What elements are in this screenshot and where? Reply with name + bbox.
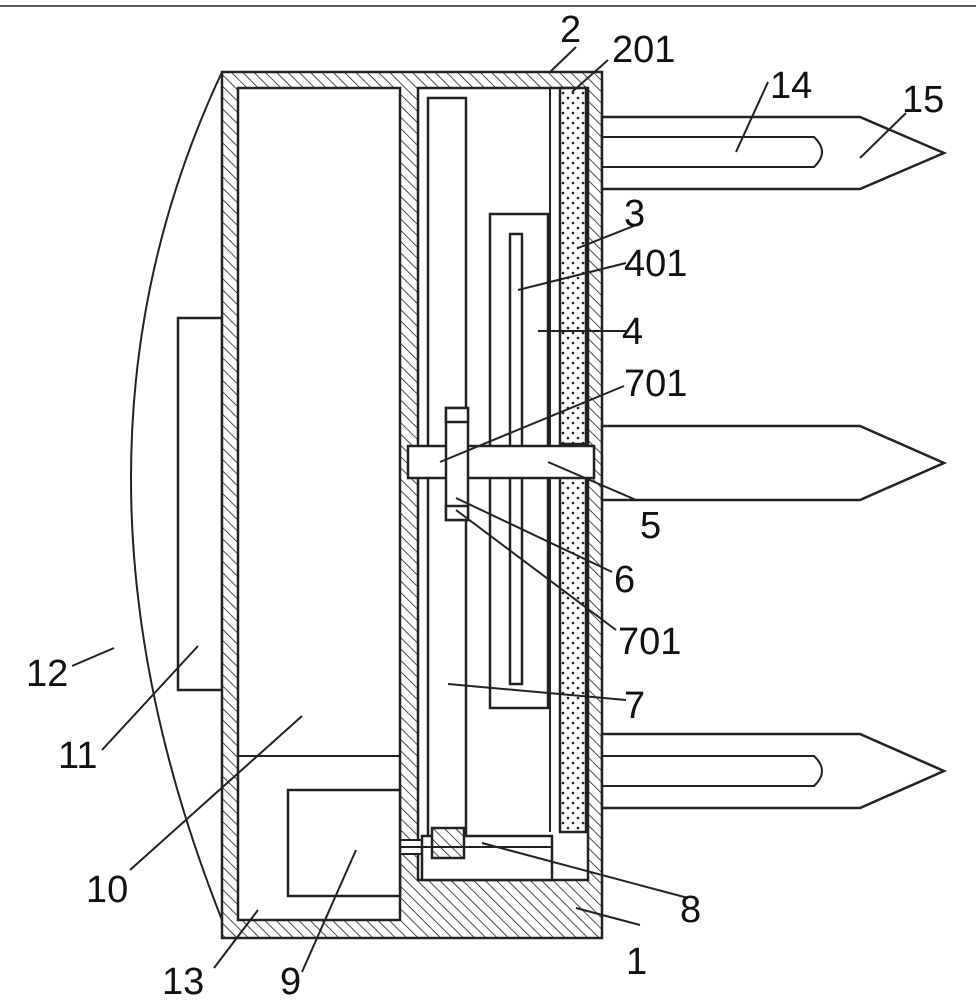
dotted-layer-lower — [558, 474, 588, 834]
label-10: 10 — [86, 869, 128, 911]
label-4: 4 — [622, 311, 643, 353]
nut-collar-bottom — [444, 504, 470, 522]
label-12: 12 — [26, 653, 68, 695]
label-8: 8 — [680, 889, 701, 931]
nut-collar-top — [444, 406, 470, 424]
spike-top — [600, 115, 948, 191]
label-9: 9 — [280, 961, 301, 1000]
label-7: 7 — [624, 685, 645, 727]
label-1: 1 — [626, 941, 647, 983]
label-6: 6 — [614, 559, 635, 601]
gear-block — [430, 826, 466, 860]
label-201: 201 — [612, 29, 675, 71]
label-3: 3 — [624, 193, 645, 235]
label-401: 401 — [624, 243, 687, 285]
spike-bottom — [600, 732, 948, 810]
leader-lines — [71, 46, 907, 973]
label-2: 2 — [560, 9, 581, 51]
label-15: 15 — [902, 79, 944, 121]
motor — [286, 788, 402, 898]
label-701-bottom: 701 — [618, 621, 681, 663]
spike-middle — [600, 424, 948, 502]
dotted-layer-upper — [558, 86, 588, 446]
curved-shell — [130, 71, 223, 921]
label-11: 11 — [58, 735, 97, 777]
label-701-top: 701 — [624, 363, 687, 405]
label-13: 13 — [162, 961, 204, 1000]
side-panel — [176, 316, 224, 692]
slider-block — [406, 444, 596, 480]
label-14: 14 — [770, 65, 812, 107]
label-5: 5 — [640, 505, 661, 547]
